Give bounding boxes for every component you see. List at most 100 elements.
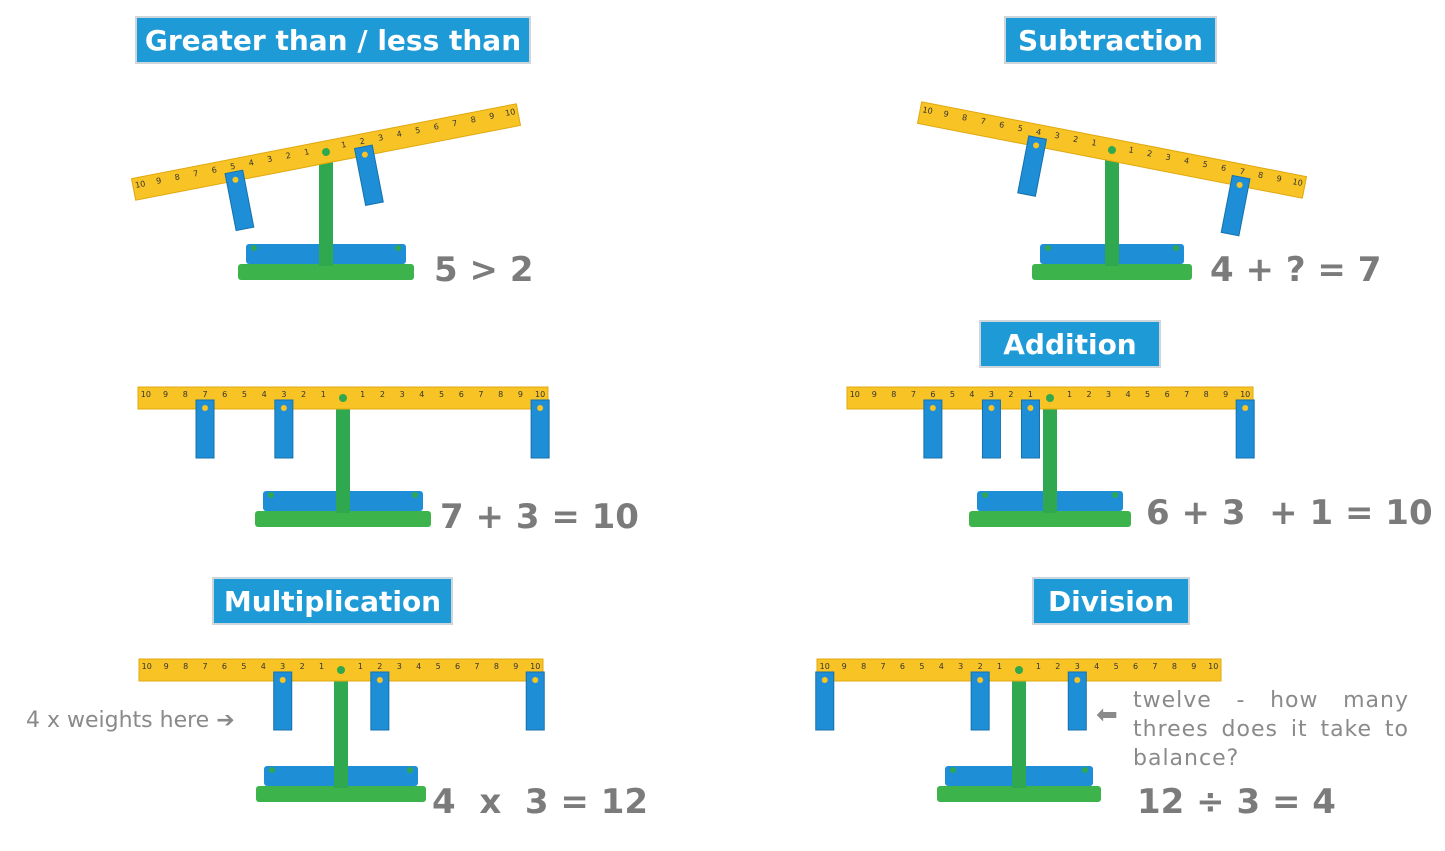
base-peg xyxy=(407,767,413,773)
weight-hook xyxy=(376,677,383,683)
base-tray-left xyxy=(246,244,322,264)
weight-block xyxy=(1017,135,1048,197)
beam-number: 9 xyxy=(488,111,495,121)
beam-number: 10 xyxy=(1292,177,1304,188)
weight-block xyxy=(530,399,550,459)
beam-number: 7 xyxy=(478,390,483,399)
balance-base xyxy=(256,786,426,802)
beam-number: 7 xyxy=(1239,167,1246,177)
beam-number: 6 xyxy=(1133,662,1138,671)
beam-number: 2 xyxy=(1072,134,1079,144)
weight-hook xyxy=(232,176,239,183)
pivot xyxy=(1046,394,1054,402)
beam-number: 10 xyxy=(850,390,860,399)
beam-number: 5 xyxy=(436,662,441,671)
base-tray-right xyxy=(1023,766,1093,786)
weight-block xyxy=(274,399,294,459)
beam-number: 3 xyxy=(989,390,994,399)
weight-block xyxy=(970,671,990,731)
base-tray-left xyxy=(264,766,337,786)
beam-number: 3 xyxy=(397,662,402,671)
beam-number: 5 xyxy=(1145,390,1150,399)
note-multiplication: 4 x weights here ➔ xyxy=(26,708,235,733)
base-tray-right xyxy=(1054,491,1123,511)
beam-number: 8 xyxy=(494,662,499,671)
balance-base xyxy=(937,786,1101,802)
base-peg xyxy=(269,767,275,773)
weight-block xyxy=(370,671,390,731)
base-tray-right xyxy=(345,766,418,786)
weight-hook xyxy=(202,405,209,411)
weight-hook xyxy=(537,405,544,411)
weight-hook xyxy=(361,151,368,158)
beam-number: 1 xyxy=(303,147,310,157)
beam-number: 2 xyxy=(978,662,983,671)
weight-block xyxy=(1020,399,1040,459)
weight-hook xyxy=(280,405,287,411)
beam-number: 8 xyxy=(498,390,503,399)
weight-block xyxy=(981,399,1001,459)
beam-number: 10 xyxy=(820,662,830,671)
beam-number: 9 xyxy=(164,662,169,671)
arrow-left-icon: ⬅ xyxy=(1096,700,1118,730)
base-tray-left xyxy=(977,491,1046,511)
beam-number: 1 xyxy=(358,662,363,671)
beam-number: 2 xyxy=(285,151,292,161)
base-peg xyxy=(1112,492,1118,498)
beam-number: 8 xyxy=(1204,390,1209,399)
beam-number: 2 xyxy=(300,662,305,671)
beam-number: 6 xyxy=(211,165,218,175)
weight-block xyxy=(195,399,215,459)
equation-greater-than: 5 > 2 xyxy=(434,250,534,290)
beam-number: 6 xyxy=(1220,163,1227,173)
beam-number: 3 xyxy=(1165,152,1172,162)
beam-number: 3 xyxy=(1106,390,1111,399)
note-division: twelve - how many threes does it take to… xyxy=(1133,688,1409,771)
base-peg xyxy=(251,245,257,251)
beam-number: 7 xyxy=(980,116,987,126)
beam-number: 9 xyxy=(163,390,168,399)
weight-block xyxy=(224,169,255,232)
weight-hook xyxy=(1236,181,1243,188)
beam-number: 2 xyxy=(377,662,382,671)
beam-number: 10 xyxy=(504,107,516,118)
base-tray-right xyxy=(1116,244,1184,264)
base-peg xyxy=(412,492,418,498)
label-addition: Addition xyxy=(979,320,1161,368)
base-peg xyxy=(982,492,988,498)
beam-number: 4 xyxy=(969,390,974,399)
balance-base xyxy=(1032,264,1192,280)
beam-number: 4 xyxy=(262,390,267,399)
beam-number: 5 xyxy=(1114,662,1119,671)
beam-number: 1 xyxy=(360,390,365,399)
weight-hook xyxy=(1242,405,1249,411)
beam-number: 5 xyxy=(229,162,236,172)
beam-number: 9 xyxy=(155,176,162,186)
beam-number: 6 xyxy=(930,390,935,399)
beam-number: 8 xyxy=(470,115,477,125)
beam-number: 7 xyxy=(1152,662,1157,671)
base-peg xyxy=(1045,245,1051,251)
beam-number: 6 xyxy=(1165,390,1170,399)
beam-number: 5 xyxy=(242,390,247,399)
base-tray-left xyxy=(263,491,339,511)
beam-number: 3 xyxy=(281,390,286,399)
beam-number: 3 xyxy=(266,154,273,164)
base-tray-right xyxy=(347,491,423,511)
beam-number: 3 xyxy=(1075,662,1080,671)
weight-block xyxy=(1067,671,1087,731)
weight-block xyxy=(1235,399,1255,459)
balance-post xyxy=(336,392,350,513)
beam-number: 2 xyxy=(1008,390,1013,399)
beam-number: 7 xyxy=(451,118,458,128)
beam-number: 9 xyxy=(1276,174,1283,184)
beam-number: 1 xyxy=(319,662,324,671)
weight-block xyxy=(923,399,943,459)
beam-number: 3 xyxy=(400,390,405,399)
